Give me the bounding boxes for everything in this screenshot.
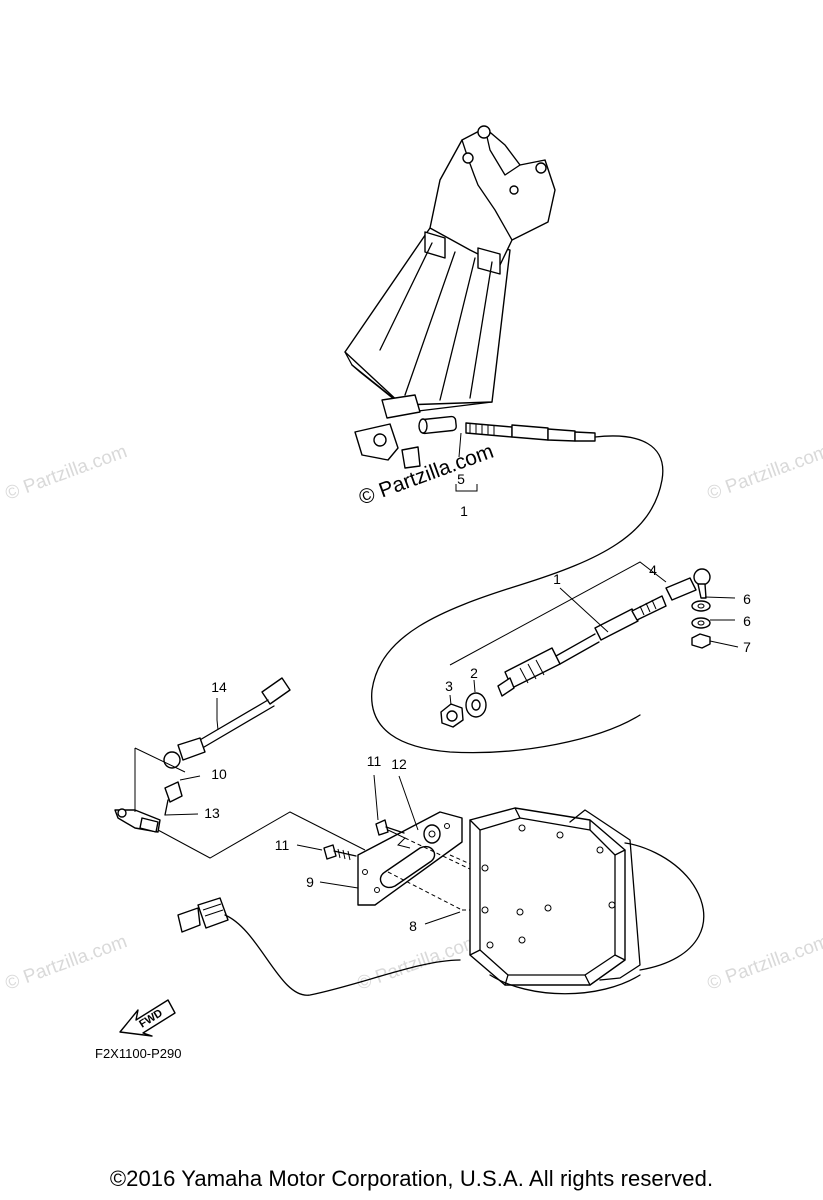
copyright-notice: ©2016 Yamaha Motor Corporation, U.S.A. A… xyxy=(109,1166,714,1191)
callout-7: 7 xyxy=(743,639,751,655)
throttle-cable-loop xyxy=(371,435,664,754)
leader-lines xyxy=(164,432,739,925)
switch-bracket-illustration xyxy=(114,747,366,859)
watermark: © Partzilla.com xyxy=(355,931,482,995)
callout-8: 8 xyxy=(409,918,417,934)
mounting-plate-illustration xyxy=(323,811,541,911)
watermark: © Partzilla.com xyxy=(3,441,130,505)
callout-1: 1 xyxy=(553,571,561,587)
callout-1-top: 1 xyxy=(460,503,468,519)
callout-9: 9 xyxy=(306,874,314,890)
callout-5: 5 xyxy=(457,471,465,487)
watermark: © Partzilla.com xyxy=(3,931,130,995)
callout-2: 2 xyxy=(470,665,478,681)
throttle-cable-assembly xyxy=(440,561,711,728)
watermark: © Partzilla.com xyxy=(705,441,823,505)
wiring-harness-illustration xyxy=(177,842,705,996)
callout-3: 3 xyxy=(445,678,453,694)
diagram-code: F2X1100-P290 xyxy=(95,1046,182,1061)
callout-13: 13 xyxy=(204,805,220,821)
callouts: 5 1 1 4 6 6 7 2 3 14 10 13 11 12 11 9 8 xyxy=(204,471,751,934)
electrical-box-illustration xyxy=(469,807,641,986)
callout-11b: 11 xyxy=(275,837,290,853)
callout-12: 12 xyxy=(391,756,407,772)
forward-arrow-icon: FWD xyxy=(119,999,176,1037)
watermark: © Partzilla.com xyxy=(705,931,823,995)
callout-14: 14 xyxy=(211,679,227,695)
wire-lead-illustration xyxy=(163,677,291,769)
callout-10: 10 xyxy=(211,766,227,782)
callout-6a: 6 xyxy=(743,591,751,607)
callout-4: 4 xyxy=(649,562,657,578)
steering-column-illustration xyxy=(344,125,596,469)
callout-11a: 11 xyxy=(367,753,382,769)
watermarks: © Partzilla.com © Partzilla.com © Partzi… xyxy=(3,440,823,995)
callout-6b: 6 xyxy=(743,613,751,629)
